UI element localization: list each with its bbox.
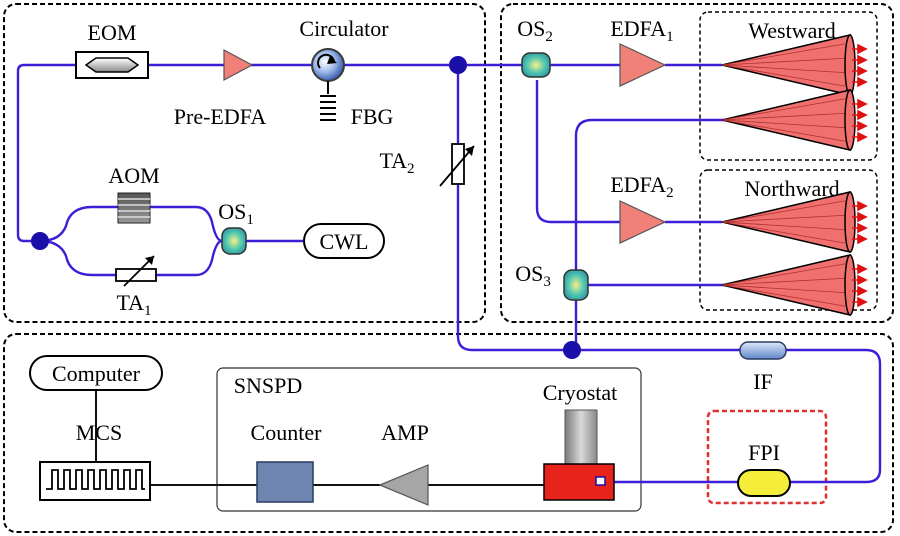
- beam-arrow-icon: [852, 263, 868, 275]
- beam-arrow-icon: [852, 296, 868, 308]
- northward-telescope-box: [699, 169, 878, 311]
- snspd-box: [216, 367, 642, 512]
- northward-telescope-1: [721, 191, 868, 253]
- westward-label: Westward: [748, 18, 835, 43]
- circulator-label: Circulator: [299, 16, 389, 41]
- os3-coupler: [563, 269, 589, 301]
- beam-arrow-icon: [852, 233, 868, 245]
- ta1-label: TA1: [116, 290, 151, 319]
- beam-arrow-icon: [852, 211, 868, 223]
- edfa2-label: EDFA2: [610, 172, 673, 201]
- beam-arrow-icon: [852, 76, 868, 88]
- amp-triangle: [378, 464, 429, 506]
- fiber-if-to-fpi: [786, 348, 882, 484]
- beam-arrow-icon: [852, 43, 868, 55]
- counter-label: Counter: [251, 420, 323, 445]
- ta2-label: TA2: [379, 148, 414, 177]
- computer-box: [29, 355, 163, 391]
- os1-coupler: [221, 227, 247, 255]
- telescope-section-box: [500, 3, 894, 323]
- westward-telescope-box: [699, 11, 878, 161]
- cryostat-label: Cryostat: [543, 380, 618, 405]
- northward-label: Northward: [744, 176, 839, 201]
- beam-arrow-icon: [852, 131, 868, 143]
- edfa1-label: EDFA1: [610, 16, 673, 45]
- eom-component: [75, 51, 149, 79]
- fiber-seed-to-eom: [16, 63, 76, 243]
- computer-label: Computer: [52, 361, 141, 386]
- splitter-node-left: [31, 232, 49, 250]
- pre-edfa-label: Pre-EDFA: [174, 104, 267, 129]
- beam-arrow-icon: [852, 54, 868, 66]
- if-filter: [739, 341, 787, 360]
- fpi-box: [706, 409, 828, 505]
- os2-coupler: [521, 52, 551, 78]
- eom-label: EOM: [88, 20, 137, 45]
- beam-arrow-icon: [852, 98, 868, 110]
- edfa1-triangle: [619, 43, 667, 87]
- fiber-ta2-path: [456, 65, 572, 352]
- mcs-box: [39, 461, 151, 501]
- beam-arrow-icon: [852, 65, 868, 77]
- fiber-os2-to-edfa2: [535, 80, 620, 224]
- os3-label: OS3: [515, 261, 551, 290]
- westward-telescope-1: [721, 34, 868, 96]
- cwl-box: [303, 223, 385, 259]
- amp-label: AMP: [381, 420, 429, 445]
- ta1-attenuator: [115, 255, 157, 287]
- telescopes-group: [721, 34, 868, 316]
- cwl-label: CWL: [320, 229, 369, 254]
- counter-box: [256, 461, 314, 503]
- pre-edfa-triangle: [223, 48, 254, 82]
- beam-arrow-icon: [852, 285, 868, 297]
- beam-arrow-icon: [852, 274, 868, 286]
- electrical-lines: [95, 389, 544, 486]
- beam-arrow-icon: [852, 120, 868, 132]
- transmitter-section-box: [3, 3, 486, 323]
- splitter-node-bottom: [563, 341, 581, 359]
- aom-component: [117, 192, 151, 224]
- fbg-label: FBG: [351, 104, 394, 129]
- os2-label: OS2: [517, 16, 553, 45]
- if-label: IF: [753, 369, 773, 394]
- receiver-section-box: [3, 333, 894, 533]
- fiber-westward-return: [574, 118, 850, 270]
- beam-arrow-icon: [852, 200, 868, 212]
- fpi-label: FPI: [748, 440, 780, 465]
- cryostat-component: [543, 409, 615, 501]
- beam-arrow-icon: [852, 109, 868, 121]
- northward-telescope-2: [721, 254, 868, 316]
- ta2-attenuator: [439, 143, 475, 187]
- os1-label: OS1: [218, 199, 254, 228]
- beam-arrow-icon: [852, 222, 868, 234]
- aom-label: AOM: [108, 163, 159, 188]
- westward-telescope-2: [721, 89, 868, 151]
- edfa2-triangle: [619, 200, 667, 244]
- circulator-component: [311, 48, 345, 82]
- splitter-node-top: [449, 56, 467, 74]
- mcs-label: MCS: [76, 420, 122, 445]
- fbg-component: [320, 81, 336, 121]
- fpi-component: [737, 469, 791, 497]
- snspd-label: SNSPD: [234, 373, 302, 398]
